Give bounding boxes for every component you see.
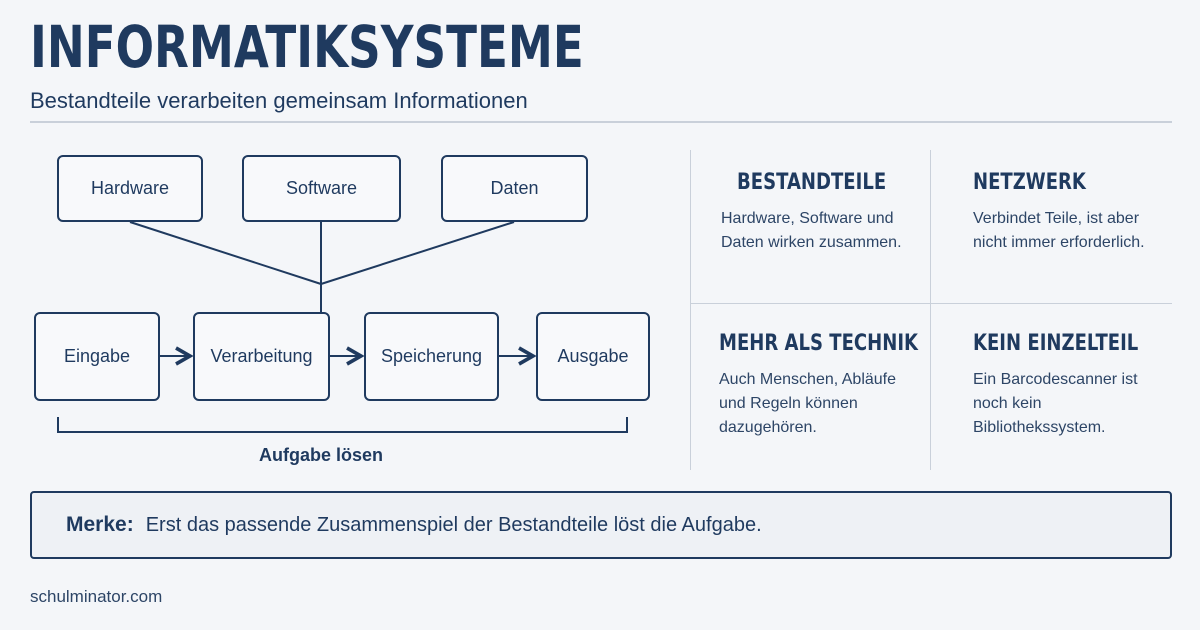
card-netzwerk: NETZWERK Verbindet Teile, ist aber nicht…: [973, 170, 1163, 255]
merke-text: Erst das passende Zusammenspiel der Best…: [145, 513, 762, 536]
box-ausgabe: Ausgabe: [536, 312, 650, 401]
card-text: Hardware, Software und Daten wirken zusa…: [721, 210, 902, 251]
box-verarbeitung: Verarbeitung: [193, 312, 330, 401]
footer-site: schulminator.com: [30, 587, 163, 606]
box-eingabe: Eingabe: [34, 312, 160, 401]
box-software: Software: [242, 155, 401, 222]
connector-hardware: [129, 221, 322, 285]
card-bestandteile: BESTANDTEILE Hardware, Software und Date…: [720, 170, 920, 255]
panel-divider-horizontal: [690, 303, 1172, 304]
card-title: MEHR ALS TECHNIK: [719, 331, 919, 356]
diagram-connectors: [57, 221, 628, 433]
box-daten: Daten: [441, 155, 588, 222]
merke-label: Merke:: [66, 513, 134, 536]
bracket-label: Aufgabe lösen: [258, 445, 383, 465]
box-speicherung: Speicherung: [364, 312, 499, 401]
connector-daten: [320, 221, 515, 285]
card-text: Auch Menschen, Abläufe und Regeln können…: [719, 371, 897, 436]
merke-box: Merke: Erst das passende Zusammenspiel d…: [30, 491, 1172, 559]
card-text: Ein Barcodescanner ist noch kein Bibliot…: [973, 371, 1138, 436]
page-title: INFORMATIKSYSTEME: [30, 13, 584, 81]
card-mehr-als-technik: MEHR ALS TECHNIK Auch Menschen, Abläufe …: [719, 331, 919, 440]
card-title: BESTANDTEILE: [737, 170, 887, 195]
card-title: KEIN EINZELTEIL: [973, 331, 1139, 356]
box-hardware: Hardware: [57, 155, 203, 222]
page-subtitle: Bestandteile verarbeiten gemeinsam Infor…: [30, 88, 528, 113]
card-text: Verbindet Teile, ist aber nicht immer er…: [973, 210, 1145, 251]
card-title: NETZWERK: [973, 170, 1086, 195]
task-bracket: [57, 417, 628, 433]
card-kein-einzelteil: KEIN EINZELTEIL Ein Barcodescanner ist n…: [973, 331, 1163, 440]
header-divider: [30, 121, 1172, 123]
panel-divider-center: [930, 150, 931, 470]
panel-divider-left: [690, 150, 691, 470]
